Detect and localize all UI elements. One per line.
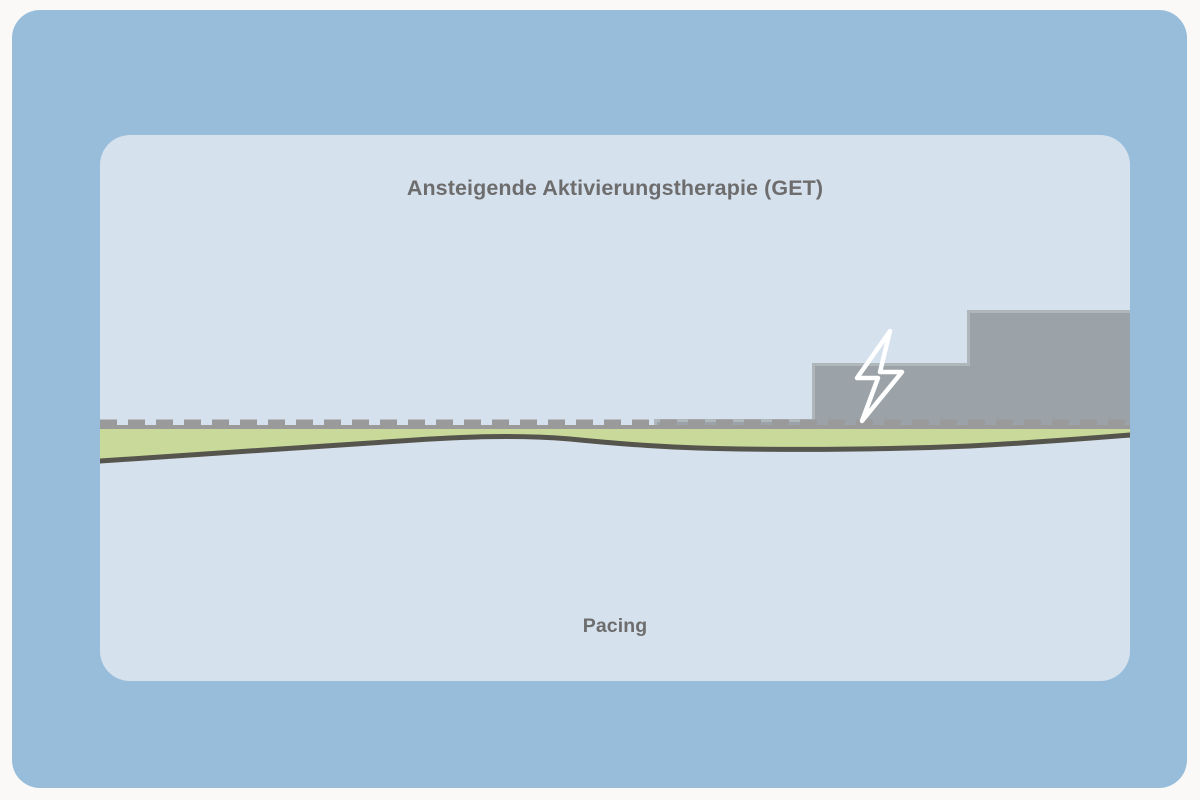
get-staircase bbox=[654, 310, 1130, 438]
diagram-canvas bbox=[100, 310, 1130, 464]
diagram-card: Ansteigende Aktivierungstherapie (GET) P… bbox=[100, 135, 1130, 681]
diagram-title: Ansteigende Aktivierungstherapie (GET) bbox=[406, 176, 824, 200]
energy-band-bottom-curve bbox=[100, 432, 1130, 464]
pacing-energy-band bbox=[100, 425, 1130, 464]
energy-band-fill bbox=[100, 427, 1130, 461]
outer-panel: Ansteigende Aktivierungstherapie (GET) P… bbox=[12, 10, 1187, 788]
get-step-shape-fill bbox=[657, 313, 1130, 437]
lightning-bolt-icon bbox=[854, 328, 905, 424]
pacing-label: Pacing bbox=[582, 615, 648, 637]
